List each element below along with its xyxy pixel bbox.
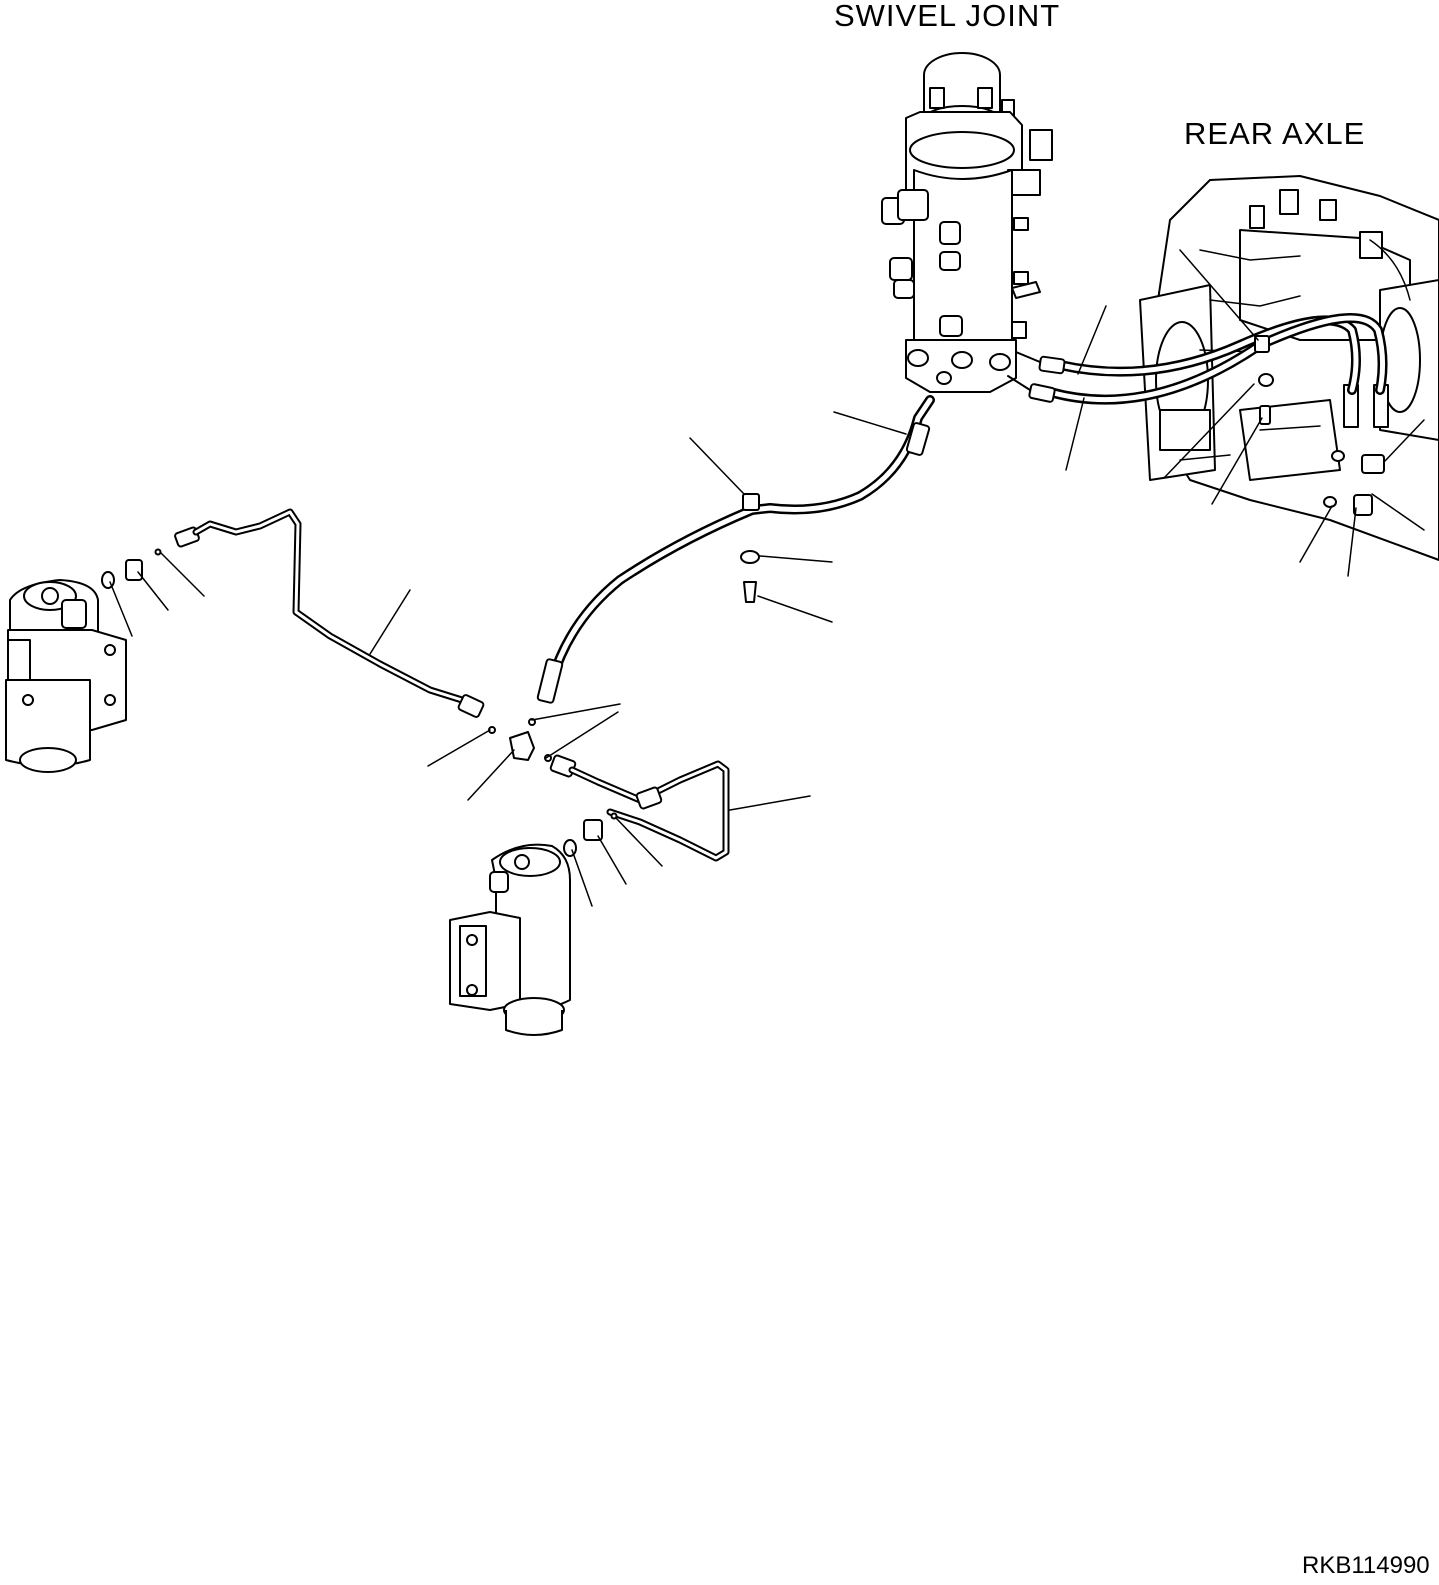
left-travel-motor [5,579,127,773]
left-steel-pipe [192,508,485,718]
swivel-joint-label: SWIVEL JOINT [834,0,1061,33]
leader-lines [109,249,1425,907]
main-hose [536,395,935,704]
drawing-code-label: RKB114990 [1302,1552,1430,1579]
swivel-joint [881,52,1053,393]
lower-steel-pipe [549,754,730,862]
left-motor-fittings [101,526,200,589]
lower-travel-motor [449,843,571,1036]
axle-hoses [1007,313,1388,425]
tee-fitting [488,718,552,762]
rear-axle-label: REAR AXLE [1184,116,1366,151]
